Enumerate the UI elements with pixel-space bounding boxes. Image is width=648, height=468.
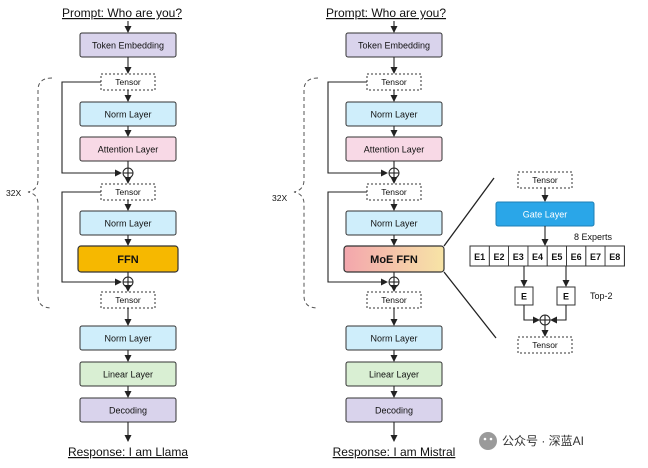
svg-text:Norm Layer: Norm Layer	[104, 110, 151, 120]
svg-text:E: E	[563, 292, 569, 302]
svg-text:Tensor: Tensor	[115, 187, 141, 197]
svg-text:Norm Layer: Norm Layer	[370, 334, 417, 344]
right-repeat-bracket	[293, 77, 319, 309]
expert-label-6: E6	[571, 252, 582, 262]
svg-text:Token Embedding: Token Embedding	[358, 41, 430, 51]
watermark: 公众号 · 深蓝AI	[479, 432, 584, 450]
svg-text:Tensor: Tensor	[532, 175, 558, 185]
expert-label-4: E4	[532, 252, 543, 262]
svg-text:Tensor: Tensor	[381, 187, 407, 197]
svg-text:Norm Layer: Norm Layer	[370, 110, 417, 120]
svg-text:Attention Layer: Attention Layer	[98, 145, 159, 155]
svg-text:Tensor: Tensor	[381, 77, 407, 87]
experts-count-label: 8 Experts	[574, 232, 613, 242]
left-response: Response: I am Llama	[68, 445, 188, 459]
left-diagram: Prompt: Who are you? Token Embedding Ten…	[6, 6, 188, 459]
svg-text:Attention Layer: Attention Layer	[364, 145, 425, 155]
expert-label-2: E2	[493, 252, 504, 262]
right-moe-ffn-label: MoE FFN	[370, 254, 418, 266]
expert-label-8: E8	[609, 252, 620, 262]
wechat-icon	[479, 432, 497, 450]
experts-row: E1 E2 E3 E4 E5 E6 E7 E8	[469, 245, 625, 278]
moe-tensor-out	[517, 336, 573, 354]
svg-text:Tensor: Tensor	[381, 295, 407, 305]
left-repeat-bracket	[27, 77, 53, 309]
watermark-text: 公众号 · 深蓝AI	[502, 434, 584, 448]
expert-cell-8	[604, 245, 625, 267]
svg-text:Decoding: Decoding	[375, 406, 413, 416]
svg-text:Tensor: Tensor	[115, 295, 141, 305]
gate-layer-label: Gate Layer	[523, 210, 568, 220]
left-token-embedding-label: Token Embedding	[92, 41, 164, 51]
right-repeat-label: 32X	[272, 193, 287, 203]
right-prompt: Prompt: Who are you?	[326, 6, 446, 20]
svg-text:Decoding: Decoding	[109, 406, 147, 416]
svg-text:Norm Layer: Norm Layer	[370, 219, 417, 229]
zoom-line-top	[443, 177, 495, 247]
moe-detail: Tensor Gate Layer 8 Experts E1 E2 E3 E4 E5 E6…	[443, 171, 625, 354]
left-ffn-label: FFN	[117, 254, 138, 266]
svg-text:Linear Layer: Linear Layer	[103, 370, 153, 380]
right-diagram: Prompt: Who are you? Token Embedding Ten…	[272, 6, 455, 459]
left-repeat-label: 32X	[6, 188, 21, 198]
left-prompt: Prompt: Who are you?	[62, 6, 182, 20]
expert-label-5: E5	[551, 252, 562, 262]
top-k-label: Top-2	[590, 291, 613, 301]
expert-label-7: E7	[590, 252, 601, 262]
svg-text:Tensor: Tensor	[532, 340, 558, 350]
expert-label-3: E3	[513, 252, 524, 262]
svg-text:Linear Layer: Linear Layer	[369, 370, 419, 380]
right-response: Response: I am Mistral	[333, 445, 456, 459]
svg-text:E: E	[521, 292, 527, 302]
svg-text:Norm Layer: Norm Layer	[104, 334, 151, 344]
svg-text:Tensor: Tensor	[115, 77, 141, 87]
expert-label-1: E1	[474, 252, 485, 262]
zoom-line-bottom	[443, 271, 497, 339]
svg-text:Norm Layer: Norm Layer	[104, 219, 151, 229]
